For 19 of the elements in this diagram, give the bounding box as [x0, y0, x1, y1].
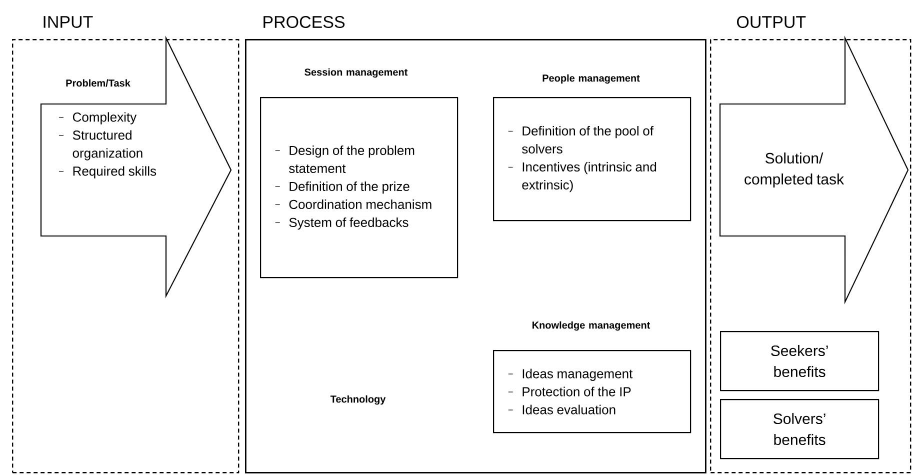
bullet-list: Complexity Structured organization Required skills [58, 112, 156, 178]
banner-text: Solution/ completed task [744, 152, 844, 188]
node-label: Definition of the prize [290, 181, 410, 194]
bullet-box: Ideas management Protection of the IP Ideas evaluation [493, 350, 692, 434]
node-label: Coordination mechanism [289, 199, 432, 210]
box-heading: People management [542, 74, 640, 84]
section-title: PROCESS [264, 16, 345, 28]
box-heading: Knowledge management [532, 321, 650, 331]
bullet-box: Design of the problem statement Definition of the prize Coordination mechanism System of feedbacks [260, 97, 458, 278]
section-title: INPUT [44, 16, 93, 28]
box-heading: Session management [304, 68, 408, 78]
banner-heading: Problem/Task [66, 79, 130, 87]
bullet-box: Definition of the pool of solvers Incentives (intrinsic and extrinsic) [493, 97, 692, 222]
text-box: Seekers’ benefits [720, 331, 880, 392]
component-label: Technology [330, 395, 386, 405]
text-box: Solvers’ benefits [720, 399, 880, 460]
node-label: System of feedbacks [289, 217, 408, 230]
node-label: Design of the problem statement [289, 145, 414, 174]
section-title: OUTPUT [737, 16, 806, 28]
